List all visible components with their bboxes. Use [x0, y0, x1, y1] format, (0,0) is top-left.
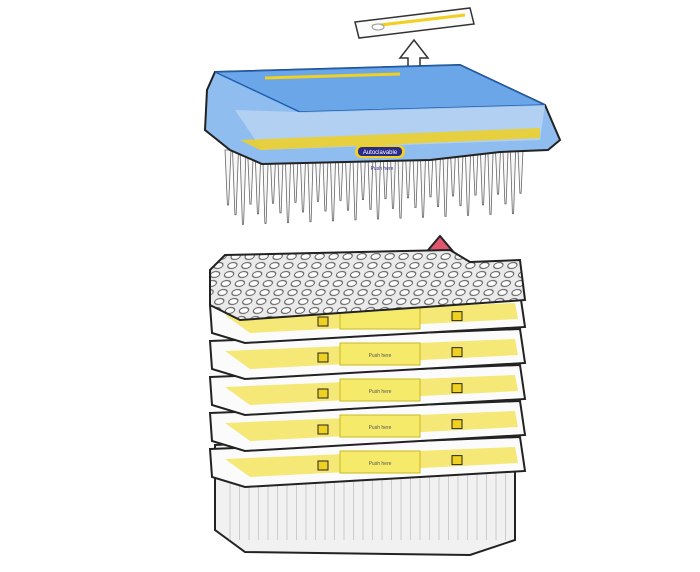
pipette-tip	[224, 149, 232, 206]
tip-grid-top-tray	[209, 248, 527, 322]
pipette-tip	[232, 149, 239, 216]
blue-tip-rack-lid: Autoclavable Push here	[203, 63, 562, 172]
autoclavable-badge	[358, 147, 402, 156]
autoclavable-label: Autoclavable	[363, 150, 398, 156]
seal-label-strip	[354, 7, 475, 39]
tray-push-here-label: Push here	[369, 389, 392, 395]
pipette-tip	[239, 148, 247, 225]
lid-push-here-label: Push here	[371, 166, 394, 172]
tray-push-here-label: Push here	[369, 353, 392, 359]
tray-push-here-label: Push here	[369, 425, 392, 431]
tray-push-here-label: Push here	[369, 461, 392, 467]
